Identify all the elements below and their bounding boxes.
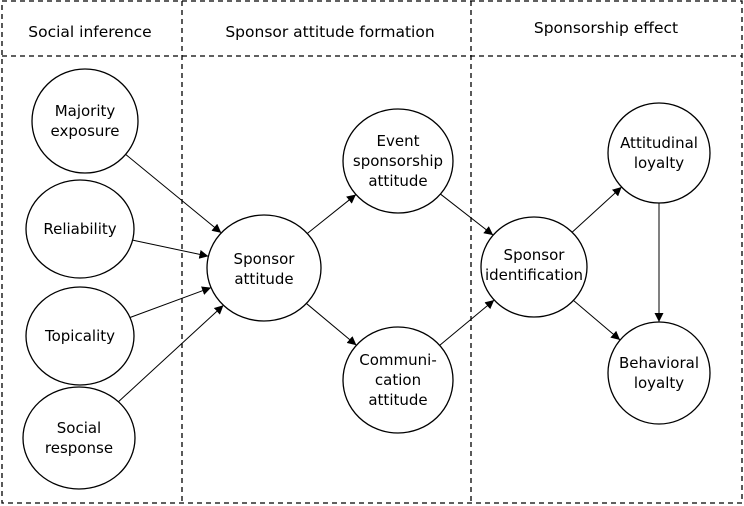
node-label-line: sponsorship [353, 152, 443, 170]
node-event-sponsorship-attitude: Event sponsorship attitude [342, 108, 454, 214]
node-label-line: Communi- [359, 351, 436, 369]
node-social-response: Social response [22, 386, 136, 490]
edge-sponsor-attitude-to-event-attitude [306, 194, 357, 234]
node-label-line: Sponsor [504, 246, 566, 264]
node-label-line: Sponsor [234, 250, 296, 268]
section-title-sponsor-attitude-formation: Sponsor attitude formation [225, 23, 434, 41]
edge-sponsor-identification-to-behavioral-loyalty [573, 300, 621, 341]
edge-topicality-to-sponsor-attitude [129, 286, 212, 318]
node-label-line: identification [485, 266, 583, 284]
edges [118, 153, 664, 403]
node-topicality: Topicality [25, 286, 135, 386]
node-communication-attitude: Communi- cation attitude [342, 326, 454, 434]
edge-event-attitude-to-sponsor-identification [440, 193, 494, 236]
node-label-line: response [45, 439, 113, 457]
node-label-line: loyalty [634, 154, 684, 172]
node-label-line: exposure [51, 122, 120, 140]
node-behavioral-loyalty: Behavioral loyalty [607, 321, 711, 425]
node-label-line: Majority [55, 102, 116, 120]
node-label-line: loyalty [634, 374, 684, 392]
node-majority-exposure: Majority exposure [31, 68, 139, 174]
edge-sponsor-identification-to-attitudinal-loyalty [571, 186, 622, 233]
edge-majority-to-sponsor-attitude [125, 153, 222, 234]
node-label-line: attitude [368, 172, 427, 190]
node-label-line: Behavioral [619, 354, 699, 372]
node-reliability: Reliability [25, 179, 135, 279]
nodes: Majority exposure Reliability Topicality… [22, 68, 711, 490]
edge-social-response-to-sponsor-attitude [118, 304, 224, 403]
node-label-line: attitude [234, 270, 293, 288]
node-label-line: attitude [368, 391, 427, 409]
section-title-sponsorship-effect: Sponsorship effect [534, 19, 678, 37]
node-label-line: Topicality [44, 327, 115, 345]
edge-communication-attitude-to-sponsor-identification [439, 299, 495, 346]
node-label-line: cation [375, 371, 421, 389]
node-label-line: Social [57, 419, 101, 437]
node-sponsor-identification: Sponsor identification [480, 216, 588, 318]
edge-reliability-to-sponsor-attitude [132, 239, 209, 259]
node-label-line: Reliability [43, 220, 116, 238]
node-attitudinal-loyalty: Attitudinal loyalty [607, 102, 711, 204]
node-label-line: Event [377, 132, 420, 150]
node-sponsor-attitude: Sponsor attitude [206, 214, 322, 322]
section-title-social-inference: Social inference [28, 23, 151, 41]
node-label-line: Attitudinal [620, 134, 698, 152]
edge-sponsor-attitude-to-communication-attitude [306, 303, 357, 346]
